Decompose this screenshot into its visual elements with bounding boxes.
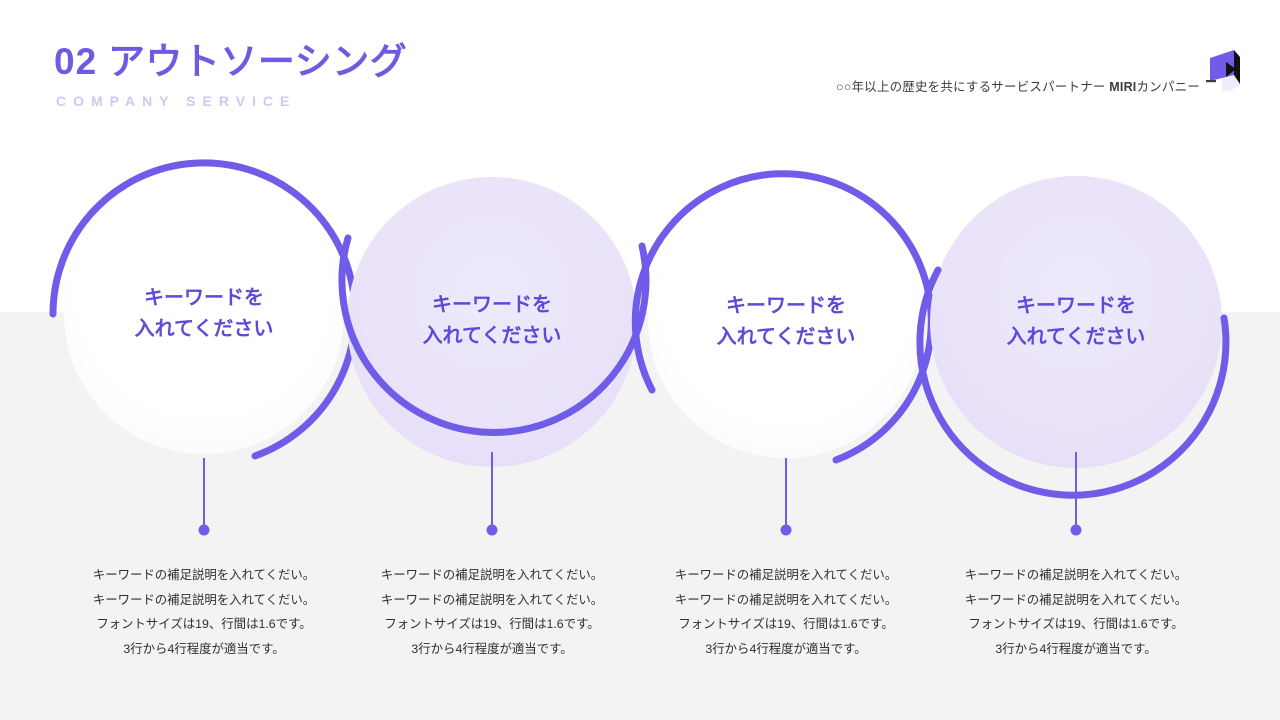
connector-4 [1070, 452, 1082, 536]
header-note-suffix: カンパニー [1136, 80, 1200, 94]
node-label-4: キーワードを 入れてください [1006, 295, 1146, 348]
node-circle-1[interactable] [49, 159, 359, 460]
title-block: 02 アウトソーシング COMPANY SERVICE [54, 41, 408, 109]
page-title-text: アウトソーシング [107, 41, 408, 82]
miri-logo-mark-icon [1206, 50, 1240, 92]
node-circle-4[interactable] [916, 176, 1230, 499]
connector-1 [198, 458, 210, 536]
node-caption-4: キーワードの補足説明を入れてくだい。 キーワードの補足説明を入れてくだい。 フォ… [964, 568, 1188, 656]
node-label-2: キーワードを 入れてください [422, 294, 562, 347]
header-note-brand: MIRI [1109, 80, 1137, 94]
header-note: ○○年以上の歴史を共にするサービスパートナー MIRIカンパニー [836, 76, 1200, 95]
connector-2 [486, 452, 498, 536]
node-label-3: キーワードを 入れてください [716, 295, 856, 348]
node-label-wrap-1: キーワードを 入れてください [59, 283, 349, 345]
node-caption-3: キーワードの補足説明を入れてくだい。 キーワードの補足説明を入れてくだい。 フォ… [674, 568, 898, 656]
node-caption-2: キーワードの補足説明を入れてくだい。 キーワードの補足説明を入れてくだい。 フォ… [380, 568, 604, 656]
node-caption-1: キーワードの補足説明を入れてくだい。 キーワードの補足説明を入れてくだい。 フォ… [92, 568, 316, 656]
page-title: 02 アウトソーシング [54, 41, 408, 83]
node-circle-3[interactable] [631, 170, 935, 464]
page-subtitle: COMPANY SERVICE [56, 92, 297, 109]
slide-header: 02 アウトソーシング COMPANY SERVICE ○○年以上の歴史を共にす… [0, 0, 1280, 150]
node-label-wrap-2: キーワードを 入れてください [347, 290, 637, 352]
page-title-number: 02 [54, 41, 98, 82]
node-label-wrap-3: キーワードを 入れてください [641, 291, 931, 353]
node-label-1: キーワードを 入れてください [134, 287, 274, 340]
node-label-wrap-4: キーワードを 入れてください [931, 291, 1221, 353]
header-note-prefix: ○○年以上の歴史を共にするサービスパートナー [835, 80, 1110, 94]
connector-3 [780, 458, 792, 536]
